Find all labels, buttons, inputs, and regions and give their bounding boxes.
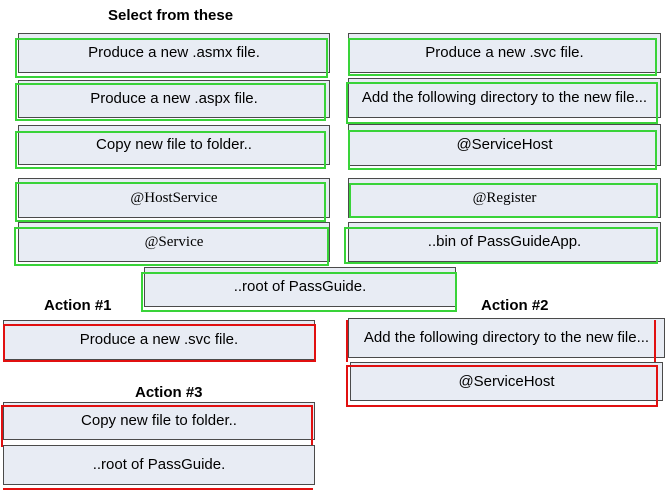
answer-label: Add the following directory to the new f… [363, 329, 650, 346]
choice-label: Produce a new .asmx file. [88, 44, 260, 61]
choice-host-service[interactable]: @HostService [18, 178, 330, 218]
choice-service[interactable]: @Service [18, 222, 330, 262]
choice-bin-folder[interactable]: ..bin of PassGuideApp. [348, 222, 661, 262]
action-1-slot-1[interactable]: Produce a new .svc file. [3, 320, 315, 360]
choice-register[interactable]: @Register [348, 178, 661, 218]
choice-label: Produce a new .aspx file. [90, 90, 258, 107]
choice-add-directory[interactable]: Add the following directory to the new f… [348, 78, 661, 118]
choice-label: @ServiceHost [456, 136, 553, 153]
choice-label: @HostService [130, 190, 218, 206]
action-3-heading: Action #3 [135, 384, 203, 401]
choice-label: ..bin of PassGuideApp. [427, 233, 582, 250]
action-2-heading: Action #2 [481, 297, 549, 314]
action-3-slot-2[interactable]: ..root of PassGuide. [3, 445, 315, 485]
choice-label: @Service [144, 234, 204, 250]
action-2-slot-2[interactable]: @ServiceHost [350, 362, 663, 401]
action-3-slot-1[interactable]: Copy new file to folder.. [3, 402, 315, 440]
answer-label: Copy new file to folder.. [81, 412, 237, 429]
choice-label: Add the following directory to the new f… [361, 89, 648, 106]
choice-label: Copy new file to folder.. [96, 136, 252, 153]
action-1-heading: Action #1 [44, 297, 112, 314]
selected-outline-bottom [3, 488, 313, 490]
answer-label: Produce a new .svc file. [79, 331, 239, 348]
choice-root-folder[interactable]: ..root of PassGuide. [144, 267, 456, 307]
choice-service-host[interactable]: @ServiceHost [348, 124, 661, 166]
choice-new-aspx-file[interactable]: Produce a new .aspx file. [18, 80, 330, 118]
choice-new-svc-file[interactable]: Produce a new .svc file. [348, 33, 661, 73]
choice-copy-file-to-folder[interactable]: Copy new file to folder.. [18, 125, 330, 165]
select-heading: Select from these [108, 7, 234, 24]
choice-label: Produce a new .svc file. [425, 44, 584, 61]
answer-label: ..root of PassGuide. [92, 456, 226, 473]
choice-label: ..root of PassGuide. [233, 278, 367, 295]
choice-new-asmx-file[interactable]: Produce a new .asmx file. [18, 33, 330, 73]
action-2-slot-1[interactable]: Add the following directory to the new f… [348, 318, 665, 358]
answer-label: @ServiceHost [458, 372, 555, 390]
choice-label: @Register [472, 190, 537, 206]
